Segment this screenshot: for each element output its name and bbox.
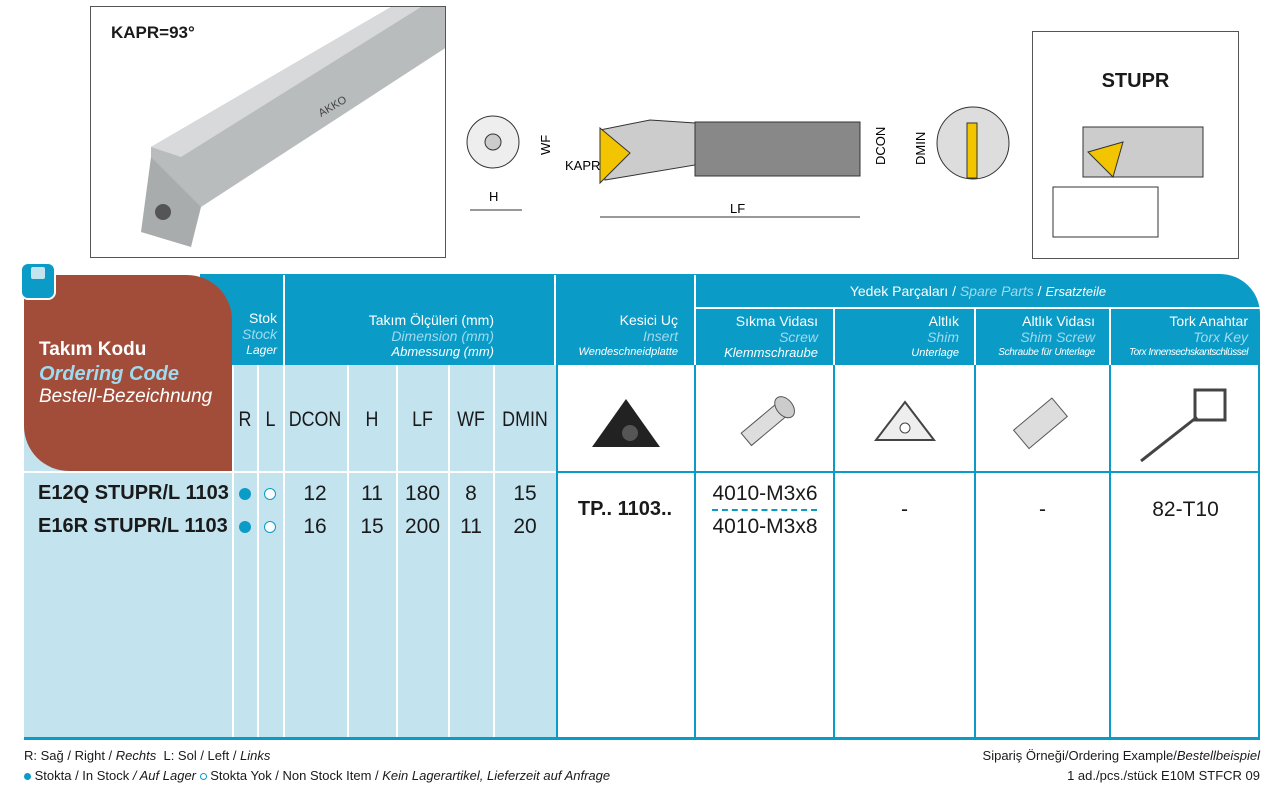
shim-screw-value: - [1039, 498, 1046, 521]
svg-text:DCON: DCON [873, 127, 888, 165]
insert-value: TP.. 1103.. [577, 498, 673, 520]
kapr-angle-label: KAPR=93° [111, 23, 195, 42]
legend-direction: R: Sağ / Right / Rechts L: Sol / Left / … [24, 748, 271, 763]
legend-stock: Stokta / In Stock / Auf Lager Stokta Yok… [24, 768, 610, 783]
svg-text:H: H [489, 189, 498, 204]
torx-key-value: 82-T10 [1152, 498, 1219, 521]
col-wf: WF [457, 408, 485, 431]
stupr-title: STUPR [1101, 70, 1170, 92]
wf-value: 11 [460, 515, 482, 538]
svg-text:LF: LF [730, 201, 745, 216]
torx-key-icon [1140, 388, 1227, 463]
lf-value: 200 [404, 515, 441, 538]
tab-marker [20, 262, 56, 300]
h-value: 15 [360, 515, 384, 538]
clamp-screw-icon [740, 396, 795, 447]
screw-value: 4010-M3x6 [712, 482, 818, 505]
insert-icon [592, 399, 660, 447]
h-value: 11 [361, 482, 383, 505]
svg-text:KAPR: KAPR [565, 158, 600, 173]
code-header-de: Bestell-Bezeichnung [39, 386, 213, 407]
wf-value: 8 [465, 482, 477, 505]
stupr-diagram: STUPR [1032, 31, 1239, 259]
in-stock-dot [239, 488, 251, 500]
in-stock-dot [239, 521, 251, 533]
dmin-value: 15 [513, 482, 537, 505]
ordering-example-label: Sipariş Örneği/Ordering Example/Bestellb… [982, 748, 1260, 763]
tool-photo: AKKO KAPR=93° [90, 6, 446, 258]
spare-parts-header: Yedek Parçaları / Spare Parts / Ersatzte… [849, 283, 1107, 299]
col-h: H [365, 408, 379, 431]
col-r: R [238, 408, 252, 431]
lf-value: 180 [404, 482, 441, 505]
code-header-tr: Takım Kodu [39, 339, 147, 360]
non-stock-dot [264, 488, 276, 500]
boring-bar-image: AKKO [141, 7, 445, 247]
shim-screw-icon [1012, 397, 1069, 450]
non-stock-dot [264, 521, 276, 533]
dmin-value: 20 [513, 515, 537, 538]
col-dmin: DMIN [502, 408, 548, 431]
dcon-value: 16 [303, 515, 327, 538]
dimension-header: Takım Ölçüleri (mm)Dimension (mm)Abmessu… [368, 312, 494, 359]
svg-text:DMIN: DMIN [913, 132, 928, 165]
table-header-band [200, 274, 1260, 366]
shim-value: - [901, 498, 908, 521]
dcon-value: 12 [303, 482, 327, 505]
col-l: L [265, 408, 276, 431]
code-header-en: Ordering Code [39, 363, 180, 385]
technical-drawing: H LF WF KAPR DCON DMIN [466, 106, 1010, 218]
ordering-code: E16R STUPR/L 1103 [38, 515, 228, 537]
screw-value: 4010-M3x8 [712, 515, 818, 538]
ordering-code: E12Q STUPR/L 1103 [38, 482, 229, 504]
svg-text:WF: WF [538, 135, 553, 155]
ordering-code-header: Takım Kodu Ordering Code Bestell-Bezeich… [24, 275, 232, 471]
ordering-example: 1 ad./pcs./stück E10M STFCR 09 [1067, 768, 1260, 783]
col-lf: LF [412, 408, 433, 431]
col-dcon: DCON [288, 408, 342, 431]
shim-icon [873, 400, 937, 441]
